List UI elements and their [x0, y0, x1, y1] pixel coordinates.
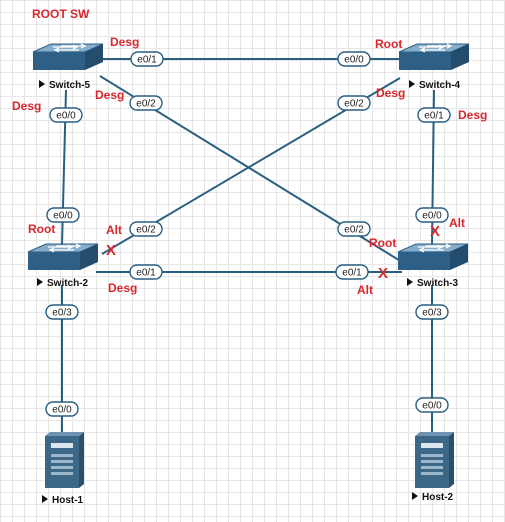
label-switch-3: Switch-3	[407, 278, 459, 289]
server-icon	[415, 432, 454, 488]
svg-text:e0/1: e0/1	[424, 111, 444, 122]
play-icon	[407, 278, 413, 286]
switch-icon	[397, 243, 469, 271]
switch-4[interactable]	[398, 43, 470, 71]
stp-role-label: Root	[369, 236, 396, 250]
switch-icon	[398, 43, 470, 71]
port-tag: e0/0	[49, 107, 83, 123]
port-tag: e0/1	[129, 264, 163, 280]
svg-text:Switch-5: Switch-5	[49, 80, 91, 91]
svg-text:e0/0: e0/0	[56, 111, 76, 122]
label-host-2: Host-2	[412, 492, 454, 503]
svg-text:Switch-4: Switch-4	[419, 80, 461, 91]
svg-text:e0/3: e0/3	[52, 308, 72, 319]
svg-text:e0/0: e0/0	[344, 55, 364, 66]
switch-3[interactable]	[397, 243, 469, 271]
svg-text:e0/0: e0/0	[422, 401, 442, 412]
svg-text:e0/2: e0/2	[136, 225, 156, 236]
svg-text:e0/1: e0/1	[342, 268, 362, 279]
svg-text:e0/1: e0/1	[136, 268, 156, 279]
stp-role-label: Desg	[376, 86, 405, 100]
svg-text:e0/2: e0/2	[136, 99, 156, 110]
port-tag: e0/0	[46, 207, 80, 223]
stp-role-label: Desg	[108, 281, 137, 295]
label-switch-4: Switch-4	[409, 80, 461, 91]
port-tag: e0/2	[129, 95, 163, 111]
host-2[interactable]	[415, 432, 454, 488]
stp-role-label: Desg	[95, 88, 124, 102]
server-icon	[45, 432, 84, 488]
svg-text:e0/3: e0/3	[422, 308, 442, 319]
svg-text:e0/0: e0/0	[53, 211, 73, 222]
svg-text:Host-1: Host-1	[52, 495, 84, 506]
stp-role-label: Alt	[106, 223, 122, 237]
port-tag: e0/1	[417, 107, 451, 123]
port-tag: e0/0	[45, 401, 79, 417]
stp-role-label: Desg	[110, 35, 139, 49]
blocked-port-mark: X	[378, 265, 388, 282]
stp-role-label: Desg	[458, 108, 487, 122]
stp-role-label: Root	[375, 37, 402, 51]
play-icon	[409, 80, 415, 88]
label-switch-2: Switch-2	[37, 278, 89, 289]
svg-text:Host-2: Host-2	[422, 492, 454, 503]
svg-text:e0/2: e0/2	[344, 99, 364, 110]
switch-5[interactable]	[32, 43, 104, 71]
port-tag: e0/0	[337, 51, 371, 67]
port-tag: e0/0	[415, 207, 449, 223]
host-1[interactable]	[45, 432, 84, 488]
port-tag: e0/0	[415, 397, 449, 413]
switch-2[interactable]	[27, 243, 99, 271]
svg-text:e0/0: e0/0	[52, 405, 72, 416]
switch-icon	[32, 43, 104, 71]
port-tag: e0/3	[45, 304, 79, 320]
svg-text:e0/2: e0/2	[344, 225, 364, 236]
svg-text:Switch-3: Switch-3	[417, 278, 459, 289]
port-tag: e0/1	[335, 264, 369, 280]
play-icon	[412, 492, 418, 500]
play-icon	[37, 278, 43, 286]
switch-icon	[27, 243, 99, 271]
port-tag: e0/1	[130, 51, 164, 67]
stp-role-label: Alt	[357, 283, 373, 297]
label-host-1: Host-1	[42, 495, 84, 506]
root-switch-title: ROOT SW	[32, 7, 90, 21]
svg-text:Switch-2: Switch-2	[47, 278, 89, 289]
port-tag: e0/2	[129, 221, 163, 237]
blocked-port-mark: X	[106, 242, 116, 259]
blocked-port-mark: X	[430, 223, 440, 240]
port-tag: e0/2	[337, 221, 371, 237]
svg-text:e0/0: e0/0	[422, 211, 442, 222]
port-tag: e0/2	[337, 95, 371, 111]
stp-role-label: Root	[28, 222, 55, 236]
play-icon	[39, 80, 45, 88]
play-icon	[42, 495, 48, 503]
stp-role-label: Alt	[449, 216, 465, 230]
stp-role-label: Desg	[12, 99, 41, 113]
port-tag: e0/3	[415, 304, 449, 320]
svg-text:e0/1: e0/1	[137, 55, 157, 66]
label-switch-5: Switch-5	[39, 80, 91, 91]
